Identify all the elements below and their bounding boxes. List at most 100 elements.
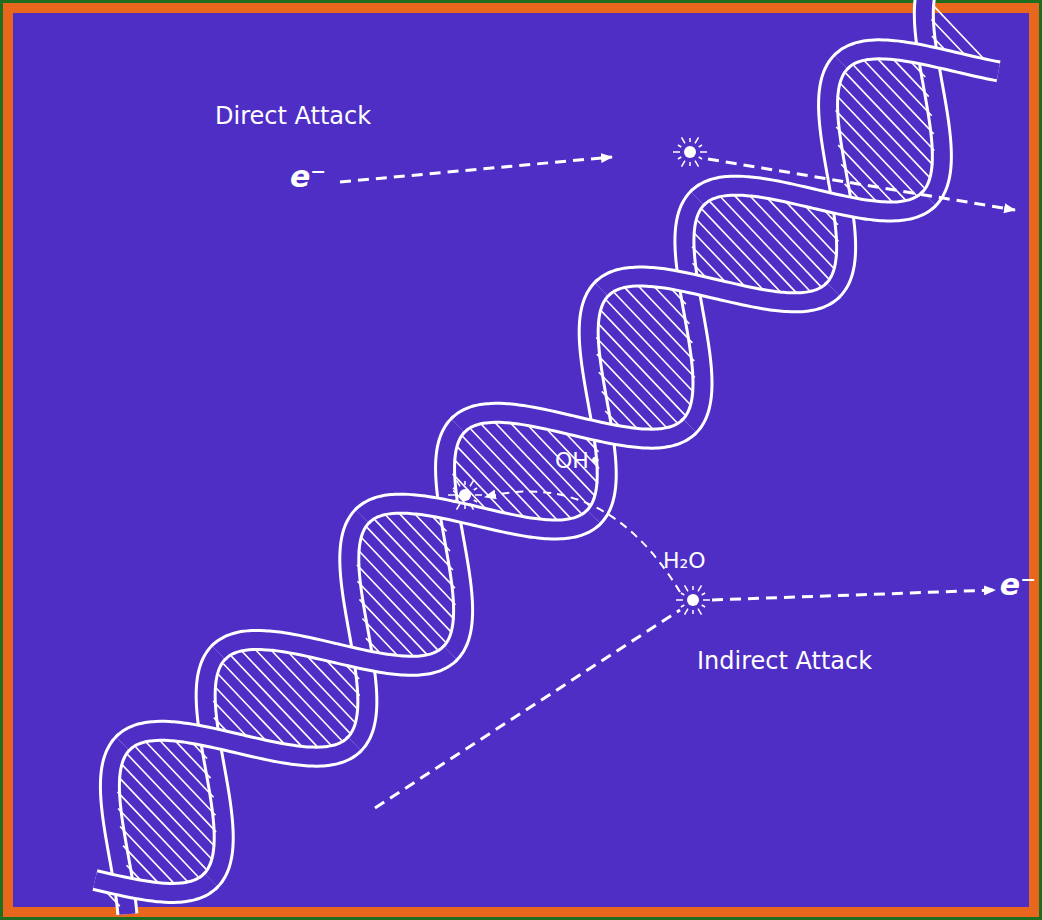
burst-ray [689, 162, 691, 166]
burst-ray [698, 609, 702, 615]
base-pair-line [398, 512, 453, 570]
base-pair-line [596, 338, 677, 423]
particle-tracks [340, 157, 1015, 808]
burst-ray [453, 500, 456, 502]
burst-ray [682, 161, 686, 167]
base-pair-line [118, 792, 199, 877]
base-pair-line [625, 288, 695, 361]
strand-fill [841, 49, 999, 71]
burst-ray [474, 488, 477, 490]
electron-track [340, 157, 612, 182]
annotation-label: Indirect Attack [697, 648, 872, 676]
base-pair-line [120, 827, 175, 885]
burst-ray [453, 488, 456, 490]
burst-ray [464, 481, 466, 485]
burst-ray [681, 605, 684, 607]
strand-fill [445, 423, 463, 655]
base-pair-line [357, 565, 438, 650]
strand-outline [458, 413, 690, 439]
burst-ray [681, 593, 684, 595]
burst-core [684, 146, 696, 158]
base-pair-line [838, 145, 893, 203]
burst-ray [699, 157, 702, 159]
front-strands [95, 49, 998, 893]
burst-ray [678, 145, 681, 147]
base-pair-line [375, 520, 456, 605]
strand-fill [601, 277, 833, 303]
burst-ray [685, 609, 689, 615]
burst-core [687, 594, 699, 606]
annotation-label: Direct Attack [215, 103, 371, 131]
hit-burst [676, 585, 710, 614]
base-pair-line [614, 293, 695, 378]
burst-ray [692, 586, 694, 590]
strand-fill [218, 640, 450, 666]
strand-outline [828, 60, 846, 292]
orange-frame [3, 3, 1039, 917]
burst-ray [695, 137, 699, 143]
burst-ray [457, 480, 461, 486]
burst-ray [702, 605, 705, 607]
burst-ray [699, 145, 702, 147]
burst-ray [470, 504, 474, 510]
back-strands [110, 0, 942, 914]
radical-track [485, 492, 680, 592]
burst-ray [685, 585, 689, 591]
strand-outline [95, 880, 211, 893]
burst-ray [457, 504, 461, 510]
strand-outline [362, 504, 594, 530]
burst-ray [464, 505, 466, 509]
burst-ray [673, 151, 680, 153]
strand-outline [349, 514, 367, 746]
hit-bursts [448, 137, 710, 614]
base-pair-line [159, 739, 214, 797]
base-pair-line [357, 581, 427, 654]
strand-fill [924, 0, 942, 201]
burst-ray [470, 480, 474, 486]
strand-outline [684, 196, 702, 428]
strand-outline [589, 287, 607, 519]
burst-ray [700, 151, 707, 153]
base-pair-line [836, 110, 917, 195]
burst-ray [689, 138, 691, 142]
annotation-label: OH• [555, 448, 602, 473]
base-pair-line [359, 599, 414, 657]
electron-track [712, 590, 995, 600]
base-pair-line [597, 354, 667, 427]
strand-outline [924, 0, 942, 201]
electron-track [708, 159, 1015, 210]
base-pair-line [877, 58, 932, 116]
burst-core [459, 489, 471, 501]
burst-ray [474, 500, 477, 502]
strand-outline [123, 731, 355, 757]
strand-fill [206, 651, 224, 883]
burst-ray [698, 585, 702, 591]
annotation-label: H₂O [663, 548, 706, 573]
burst-ray [702, 593, 705, 595]
strand-fill [828, 60, 846, 292]
strand-fill [123, 731, 355, 757]
strand-outline [841, 49, 999, 71]
hit-burst [673, 137, 707, 166]
base-pair-line [637, 285, 692, 343]
base-pair-line [854, 66, 935, 151]
base-pair-line [385, 515, 455, 588]
hit-burst [448, 480, 482, 509]
strand-outline [218, 640, 450, 666]
base-pair-line [146, 742, 216, 815]
blue-ground [13, 13, 1029, 907]
burst-ray [678, 157, 681, 159]
strand-fill [458, 413, 690, 439]
strand-outline [601, 277, 833, 303]
burst-ray [703, 599, 710, 601]
base-pair-line [136, 747, 217, 832]
base-pair-line [599, 372, 654, 430]
radiation-track [375, 610, 680, 808]
strand-fill [349, 514, 367, 746]
burst-ray [676, 599, 683, 601]
base-pairs [103, 5, 988, 906]
electron-label: e⁻ [1000, 568, 1036, 603]
